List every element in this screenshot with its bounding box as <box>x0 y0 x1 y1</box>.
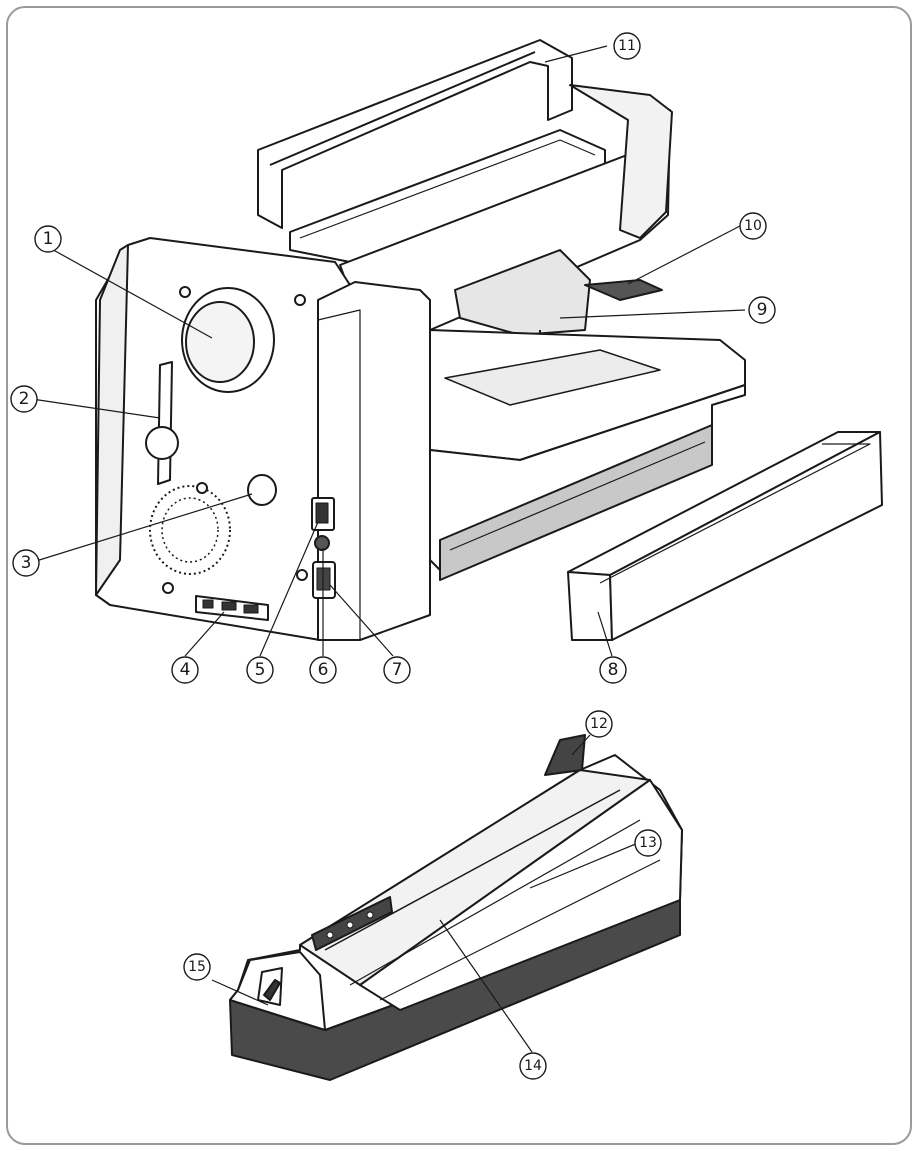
connector-pin <box>326 931 334 939</box>
unit-front-panel <box>359 779 683 1011</box>
screw <box>294 294 306 306</box>
screw <box>162 582 174 594</box>
callout-number: 13 <box>639 835 657 851</box>
callout-number: 9 <box>757 300 768 320</box>
callout-number: 15 <box>188 959 206 975</box>
callout-number: 11 <box>618 38 636 54</box>
usb-port <box>221 601 237 611</box>
callout-4: 4 <box>171 656 199 684</box>
handwheel <box>185 301 255 383</box>
callout-13: 13 <box>634 829 662 857</box>
callout-1: 1 <box>34 225 62 253</box>
unit-carriage-line <box>324 789 621 951</box>
leader-line-13 <box>529 842 639 889</box>
callout-number: 14 <box>524 1058 542 1074</box>
attachment-rail <box>439 424 713 581</box>
callout-11: 11 <box>613 32 641 60</box>
needle-plate <box>444 349 661 406</box>
carriage-connector <box>544 734 586 776</box>
callout-5: 5 <box>246 656 274 684</box>
callout-number: 6 <box>318 660 329 680</box>
leader-line-1 <box>47 246 213 339</box>
leader-line-8 <box>597 611 613 657</box>
tray-front <box>567 571 613 641</box>
callout-7: 7 <box>383 656 411 684</box>
leader-line-10 <box>627 225 741 285</box>
usb-port <box>243 604 259 614</box>
presser-lever <box>584 279 663 301</box>
callouts: 1 2 3 4 5 6 7 8 9 10 11 12 13 14 15 <box>10 32 776 1080</box>
callout-number: 12 <box>590 716 608 732</box>
callout-12: 12 <box>585 710 613 738</box>
leader-line-14 <box>439 919 533 1053</box>
leader-lines <box>31 45 746 1053</box>
front-column <box>317 281 431 641</box>
leader-line-3 <box>35 493 253 562</box>
callout-3: 3 <box>12 549 40 577</box>
tray-side <box>609 431 883 641</box>
leader-line-4 <box>184 611 225 657</box>
knee-lifter-knob <box>247 474 277 506</box>
leader-line-11 <box>544 45 608 63</box>
tray-inner-edge <box>599 443 871 584</box>
callout-number: 10 <box>744 218 762 234</box>
callout-6: 6 <box>309 656 337 684</box>
leader-line-12 <box>571 734 591 756</box>
unit-carriage-line <box>379 859 661 1001</box>
carry-handle <box>257 39 573 229</box>
callout-15: 15 <box>183 953 211 981</box>
usb-port <box>202 599 214 609</box>
top-cover-edge <box>299 139 596 239</box>
callout-number: 2 <box>19 389 30 409</box>
front-column-face <box>317 309 361 640</box>
callout-number: 3 <box>21 553 32 573</box>
callout-number: 8 <box>608 660 619 680</box>
screw <box>296 569 308 581</box>
upper-arm-right-cap <box>569 84 673 239</box>
leader-line-7 <box>329 584 394 657</box>
carry-handle-inner <box>269 51 536 166</box>
bobbin-winder-slot <box>157 361 173 485</box>
power-switch-rocker <box>315 502 329 524</box>
sewing-machine <box>95 39 746 641</box>
needle-head <box>454 249 591 336</box>
callout-10: 10 <box>739 212 767 240</box>
callout-2: 2 <box>10 385 38 413</box>
connector-pin <box>346 921 354 929</box>
callout-9: 9 <box>748 296 776 324</box>
callout-8: 8 <box>599 656 627 684</box>
connector-pin <box>366 911 374 919</box>
unit-carriage-line <box>349 819 641 986</box>
release-lever-handle <box>263 979 281 1001</box>
attachment-rail-line <box>449 441 706 551</box>
embroidery-unit <box>229 734 683 1081</box>
speaker-grille-inner <box>161 497 219 563</box>
leader-line-2 <box>31 398 161 419</box>
screw <box>179 286 191 298</box>
bobbin-winder-spool <box>145 426 179 460</box>
callout-14: 14 <box>519 1052 547 1080</box>
side-body-back <box>95 244 129 596</box>
leader-line-15 <box>211 979 269 1006</box>
callout-number: 5 <box>255 660 266 680</box>
callout-number: 1 <box>43 229 54 249</box>
leader-line-9 <box>559 309 746 319</box>
foot-control-jack <box>314 535 330 551</box>
leader-line-5 <box>259 521 319 657</box>
callout-number: 4 <box>180 660 191 680</box>
callout-number: 7 <box>392 660 403 680</box>
screw <box>196 482 208 494</box>
